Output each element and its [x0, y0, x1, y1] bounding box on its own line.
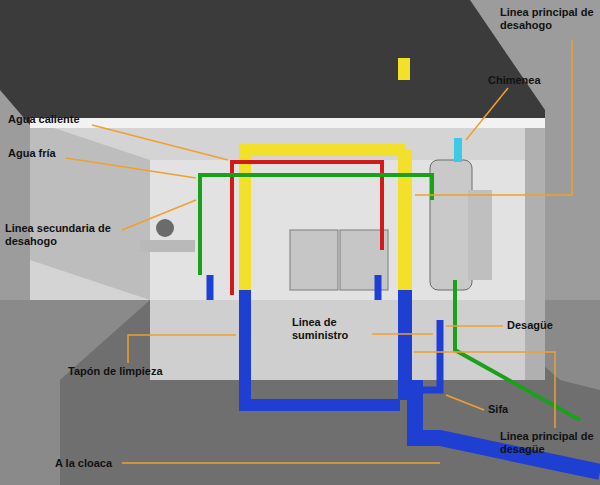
callout-label: Sifa: [488, 403, 548, 416]
callout-label: Desagüe: [507, 319, 587, 332]
leader-line: [66, 158, 196, 178]
leader-line: [446, 325, 503, 327]
foundation: [150, 300, 525, 380]
leader-line: [414, 352, 555, 428]
wall-edge: [525, 120, 545, 380]
leader-line: [122, 200, 196, 230]
pipes: [200, 58, 600, 472]
callout-label: Linea de suministro: [292, 316, 370, 342]
leader-lines: [66, 40, 572, 463]
leader-line: [92, 125, 228, 160]
basement-pit: [60, 300, 600, 485]
leader-line: [415, 40, 572, 195]
flue: [454, 138, 462, 162]
leader-line: [128, 335, 236, 363]
callout-label: Linea principal de desahogo: [500, 6, 595, 32]
main-drain: [398, 290, 412, 400]
callout-label: Chimenea: [488, 74, 588, 87]
sewer-pipe: [415, 380, 600, 472]
ground: [0, 300, 600, 485]
roof-vent: [398, 58, 410, 80]
plant: [156, 219, 174, 237]
leader-line: [122, 462, 440, 464]
fascia: [30, 118, 545, 128]
leader-line: [372, 333, 433, 335]
callout-label: Agua caliente: [8, 113, 128, 126]
cold-water-pipe: [200, 175, 580, 420]
branch-drain: [245, 290, 400, 405]
fixture-drain: [210, 275, 378, 300]
back-wall: [150, 160, 525, 300]
callout-label: Linea secundaria de desahogo: [5, 222, 117, 248]
water-heater: [430, 160, 472, 290]
hot-water-pipe: [232, 162, 382, 295]
leader-line: [466, 88, 508, 140]
callout-label: Linea principal de desagüe: [500, 430, 595, 456]
trap: [420, 320, 440, 390]
main-vent: [398, 150, 412, 290]
callout-label: Tapón de limpieza: [68, 365, 198, 378]
roof: [0, 0, 545, 125]
leader-line: [446, 395, 484, 410]
callout-label: Agua fría: [8, 147, 108, 160]
callout-label: A la cloaca: [55, 457, 155, 470]
shelf: [140, 240, 195, 252]
laundry-tub: [290, 230, 338, 290]
interior-wall: [30, 120, 525, 300]
duct: [468, 190, 492, 280]
